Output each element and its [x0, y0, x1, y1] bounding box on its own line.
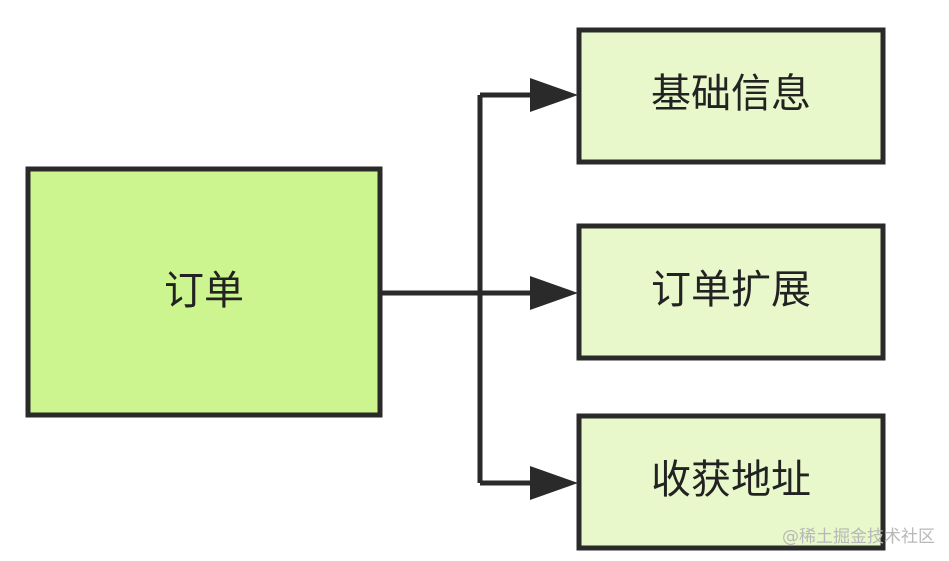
arrowheads	[530, 78, 578, 500]
target-node-label: 订单扩展	[651, 267, 811, 313]
arrowhead-bottom	[530, 466, 578, 500]
target-node-label: 收获地址	[651, 457, 811, 503]
target-node-box	[576, 413, 886, 551]
target-node-0: 基础信息	[576, 27, 886, 165]
target-node-label: 基础信息	[651, 71, 811, 117]
source-node-box	[25, 166, 383, 418]
target-node-box	[576, 223, 886, 361]
connectors	[380, 92, 535, 486]
source-node-label: 订单	[164, 268, 244, 314]
watermark-text: @稀土掘金技术社区	[782, 527, 935, 547]
arrowhead-top	[530, 78, 578, 112]
arrowhead-middle	[530, 276, 578, 310]
source-node: 订单	[25, 166, 383, 418]
target-node-1: 订单扩展	[576, 223, 886, 361]
target-node-2: 收获地址	[576, 413, 886, 551]
target-node-box	[576, 27, 886, 165]
